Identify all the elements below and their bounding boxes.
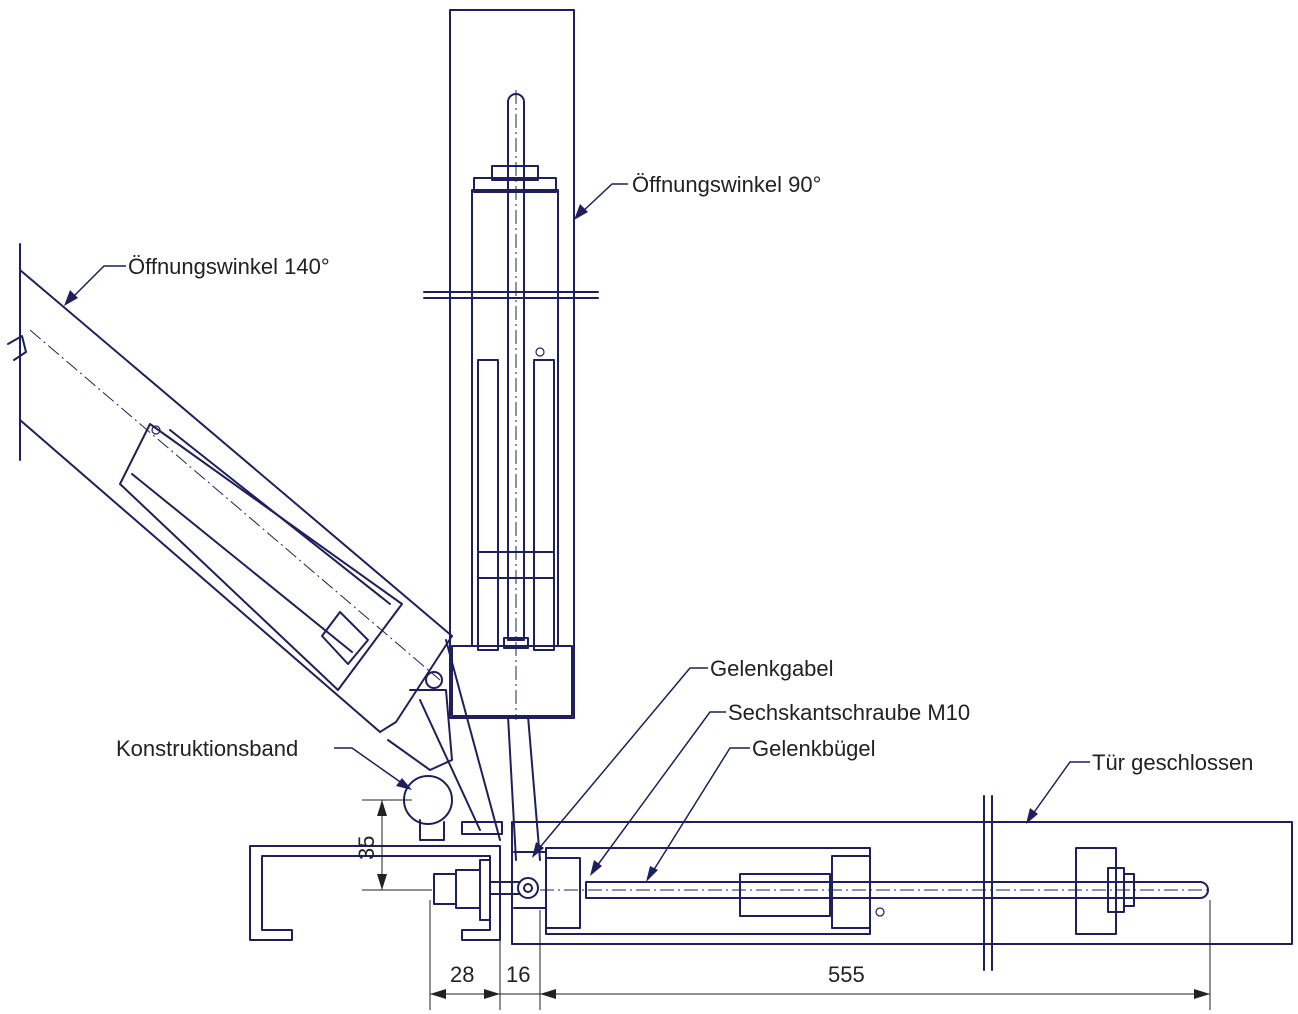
label-door-closed: Tür geschlossen <box>1092 750 1253 775</box>
leaders <box>64 183 1090 882</box>
dim-35: 35 <box>354 836 379 860</box>
door-open-90 <box>423 9 599 861</box>
dim-16: 16 <box>506 962 530 987</box>
dim-555: 555 <box>828 962 865 987</box>
dimensions <box>362 799 1211 1010</box>
label-joint-bracket: Gelenkbügel <box>752 736 876 761</box>
label-joint-fork: Gelenkgabel <box>710 656 834 681</box>
door-open-140 <box>7 243 501 841</box>
frame-and-hinge <box>249 775 547 941</box>
label-construction-hinge: Konstruktionsband <box>116 736 298 761</box>
label-hex-bolt: Sechskantschraube M10 <box>728 700 970 725</box>
label-opening-140: Öffnungswinkel 140° <box>128 254 330 279</box>
door-closed <box>511 795 1293 971</box>
dim-28: 28 <box>450 962 474 987</box>
label-opening-90: Öffnungswinkel 90° <box>632 172 821 197</box>
